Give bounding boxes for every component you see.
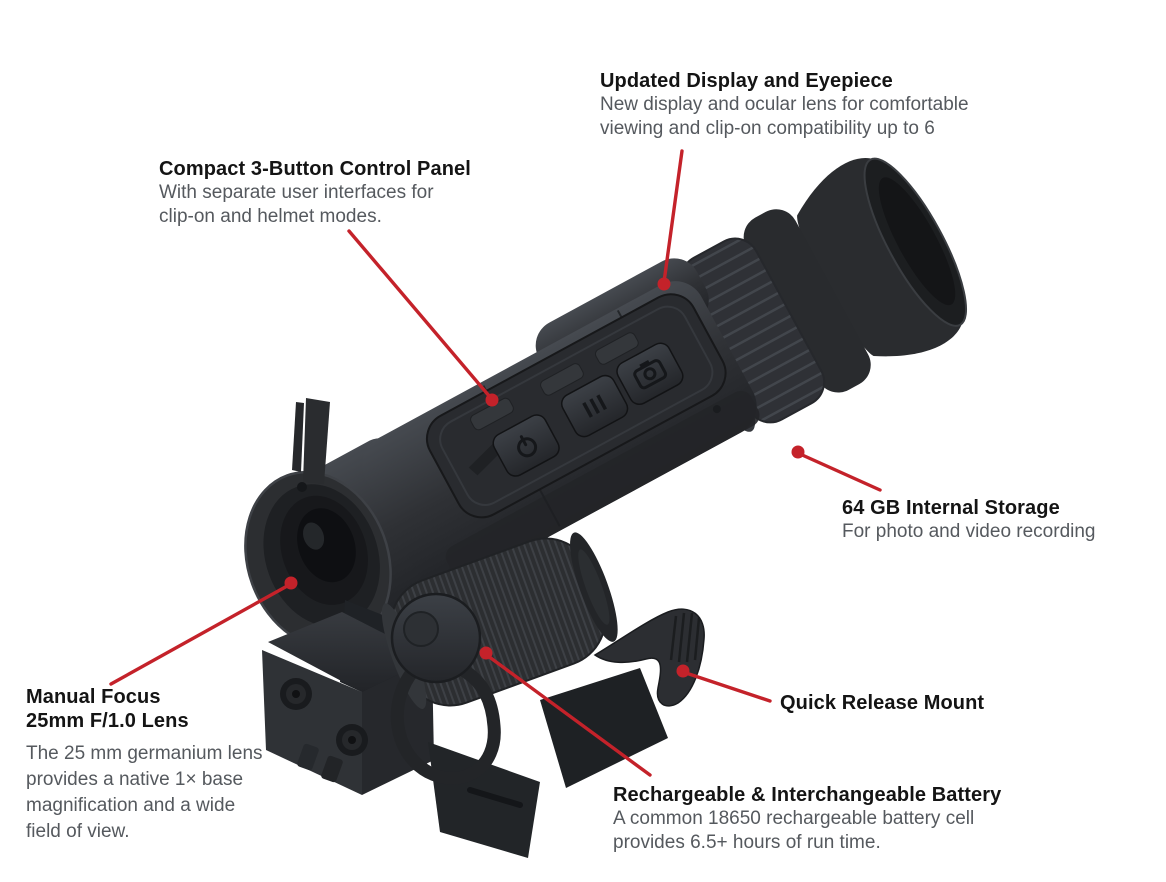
callout-desc-line: clip-on and helmet modes. [159, 206, 382, 227]
callout-title: Rechargeable & Interchangeable Battery [613, 784, 1002, 806]
callout-title: Compact 3-Button Control Panel [159, 158, 471, 180]
lens-highlight [303, 522, 325, 550]
mount-screw [280, 678, 312, 710]
callout-line-battery [486, 654, 652, 777]
callout-title: Manual Focus [26, 686, 161, 708]
lens-cap-strap [390, 663, 501, 785]
callout-dot-battery [479, 646, 493, 660]
rail-tooth [321, 755, 343, 783]
callout-dot-storage [791, 445, 805, 459]
rail-tooth [297, 743, 319, 771]
callout-desc-line: For photo and video recording [842, 521, 1096, 542]
callout-title: 25mm F/1.0 Lens [26, 710, 189, 732]
callout-desc-line: provides 6.5+ hours of run time. [613, 832, 881, 853]
front-sight [292, 398, 330, 492]
callout-dot-display [657, 277, 671, 291]
camera-button-ridge [594, 332, 639, 365]
callout-desc-line: With separate user interfaces for [159, 182, 434, 203]
callout-title: Quick Release Mount [780, 692, 985, 714]
callout-desc-line: magnification and a wide [26, 795, 236, 816]
callout-desc-line: provides a native 1× base [26, 769, 244, 790]
body-lower-band [445, 390, 760, 581]
body-screw [712, 405, 721, 414]
callout-line-quick-release [684, 671, 772, 703]
callout-battery: Rechargeable & Interchangeable Battery A… [613, 783, 1001, 855]
callout-desc-line: New display and ocular lens for comforta… [600, 94, 969, 115]
callout-display: Updated Display and Eyepiece New display… [600, 69, 969, 141]
thermal-scope [244, 157, 968, 858]
lens-cap [390, 592, 501, 785]
callout-control-panel: Compact 3-Button Control Panel With sepa… [159, 157, 471, 229]
callout-dots [284, 277, 805, 678]
menu-icon [582, 394, 608, 418]
callout-desc-line: field of view. [26, 821, 130, 842]
callout-manual-focus: Manual Focus 25mm F/1.0 Lens The 25 mm g… [26, 685, 263, 845]
power-button-ridge [470, 397, 514, 431]
menu-button [560, 374, 629, 438]
callout-desc-line: The 25 mm germanium lens [26, 743, 263, 764]
menu-button-ridge [540, 363, 584, 396]
callout-dot-manual-focus [284, 576, 298, 590]
control-panel [425, 293, 727, 519]
callout-quick-release: Quick Release Mount [780, 691, 984, 715]
callout-line-display [662, 149, 684, 284]
callout-dot-control-panel [485, 393, 499, 407]
eyecup-collar [743, 209, 871, 393]
callout-dot-quick-release [676, 664, 690, 678]
callout-line-manual-focus [109, 583, 291, 686]
callout-storage: 64 GB Internal Storage For photo and vid… [842, 496, 1096, 544]
camera-icon [633, 359, 668, 390]
power-button [492, 414, 560, 477]
callout-leaders [109, 149, 882, 777]
quick-release-lever [593, 608, 705, 707]
callout-desc-line: viewing and clip-on compatibility up to … [600, 118, 935, 139]
callout-title: 64 GB Internal Storage [842, 497, 1060, 519]
callout-line-storage [798, 452, 882, 492]
callout-desc-line: A common 18650 rechargeable battery cell [613, 808, 975, 829]
mount-screw [336, 724, 368, 756]
callout-title: Updated Display and Eyepiece [600, 70, 893, 92]
picatinny-foot [428, 668, 668, 858]
lever-grip-ribs [669, 612, 701, 663]
power-icon [517, 435, 538, 458]
camera-button [616, 342, 684, 406]
callout-line-control-panel [347, 229, 492, 399]
